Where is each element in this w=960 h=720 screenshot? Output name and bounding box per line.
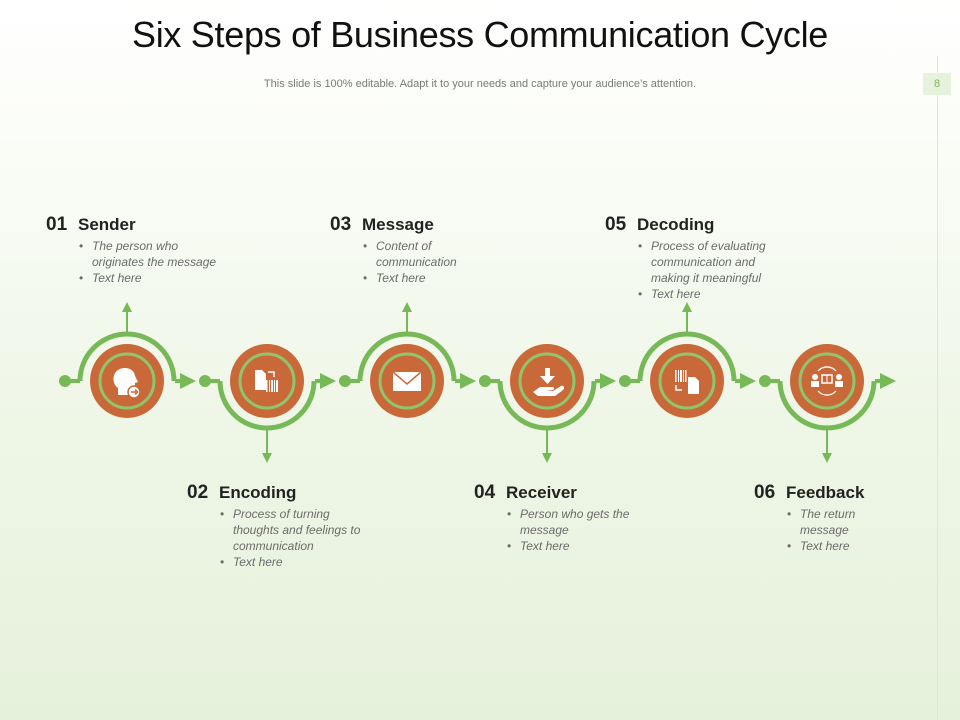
step-1-block: 01 Sender The person who originates the … [46,214,246,286]
step-number: 04 [474,482,496,503]
step-bullet: Text here [786,538,871,554]
step-3-block: 03 Message Content of communication Text… [330,214,530,286]
step-number: 05 [605,214,627,235]
step-node-3 [357,302,457,418]
step-4-block: 04 Receiver Person who gets the message … [474,482,674,554]
step-node-4 [497,344,597,463]
connector-arrow-1 [175,373,196,389]
step-bullet: The person who originates the message [78,238,228,270]
step-node-6 [777,344,877,463]
step-bullet: Text here [219,554,364,570]
connector-dot-1 [59,375,80,387]
page-number-badge: 8 [923,73,951,95]
step-number: 06 [754,482,776,503]
step-title: Decoding [637,215,715,234]
step-number: 02 [187,482,209,503]
connector-dot-4 [479,375,500,387]
step-title: Message [362,215,434,234]
connector-arrow-3 [455,373,476,389]
step-bullet: Text here [637,286,787,302]
connector-arrow-2 [315,373,336,389]
connector-dot-3 [339,375,360,387]
step-bullet: Person who gets the message [506,506,631,538]
step-title: Feedback [786,483,865,502]
step-node-5 [637,302,737,418]
page-title: Six Steps of Business Communication Cycl… [132,14,828,55]
step-title: Receiver [506,483,577,502]
envelope-icon [392,371,422,391]
connector-arrow-5 [735,373,756,389]
connector-arrow-6 [875,373,896,389]
step-2-block: 02 Encoding Process of turning thoughts … [187,482,387,570]
barcode-document-icon [675,370,699,394]
page-divider-line [937,56,938,720]
hand-receive-icon [533,368,565,396]
step-5-block: 05 Decoding Process of evaluating commun… [605,214,805,302]
document-barcode-icon [255,370,278,392]
step-title: Encoding [219,483,297,502]
step-bullet: Text here [506,538,631,554]
step-bullet: Content of communication [362,238,472,270]
step-bullet: Process of evaluating communication and … [637,238,787,286]
step-bullet: Text here [362,270,472,286]
step-6-block: 06 Feedback The return message Text here [754,482,954,554]
step-node-1 [77,302,177,418]
page-subtitle: This slide is 100% editable. Adapt it to… [263,78,697,90]
step-title: Sender [78,215,136,234]
connector-dot-2 [199,375,220,387]
step-bullet: Text here [78,270,228,286]
people-exchange-icon [811,366,843,396]
connector-dot-6 [759,375,780,387]
step-node-2 [217,344,317,463]
step-bullet: The return message [786,506,871,538]
step-number: 01 [46,214,68,235]
head-arrow-icon [113,368,141,399]
step-number: 03 [330,214,352,235]
connector-dot-5 [619,375,640,387]
step-bullet: Process of turning thoughts and feelings… [219,506,364,554]
connector-arrow-4 [595,373,616,389]
